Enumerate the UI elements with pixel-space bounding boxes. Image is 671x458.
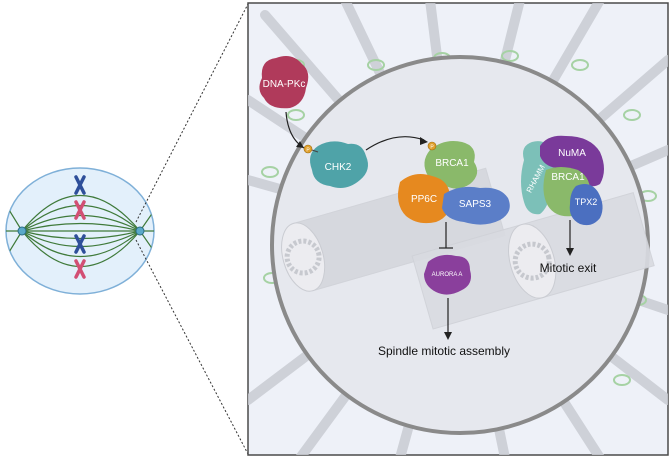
dna-pkc-protein: DNA-PKc	[259, 56, 309, 109]
arrow-chk2-to-brca1	[365, 136, 425, 151]
numa-label: NuMA	[558, 148, 586, 159]
brca1-left-shape	[424, 141, 478, 189]
arrow-complex-to-mitotic-exit	[566, 220, 574, 256]
saps3-label: SAPS3	[459, 199, 492, 210]
right-centrosome	[135, 226, 145, 236]
saps3-shape	[442, 186, 510, 225]
tpx2-shape	[569, 184, 603, 226]
mitotic-cell-thumbnail	[5, 167, 155, 295]
pp6c-label: PP6C	[411, 194, 437, 205]
svg-text:P: P	[306, 148, 310, 154]
spindle-assembly-label: Spindle mitotic assembly	[378, 344, 510, 358]
chk2-label: CHK2	[325, 162, 352, 173]
brca1-pp6c-saps3-complex: BRCA1 PP6C SAPS3	[398, 141, 510, 225]
brca1-right-label: BRCA1	[551, 172, 585, 183]
dna-pkc-label: DNA-PKc	[263, 79, 306, 90]
phospho-marker-brca1: P	[427, 141, 437, 151]
left-centrosome	[17, 226, 27, 236]
arrow-aurora-to-spindle	[444, 298, 452, 340]
tpx2-label: TPX2	[575, 197, 598, 207]
mitotic-exit-label: Mitotic exit	[540, 261, 597, 275]
chk2-protein: CHK2	[310, 141, 368, 188]
aurora-a-label: AURORA A	[432, 272, 463, 278]
numa-rhamm-brca1-tpx2-complex: RHAMM NuMA BRCA1 TPX2	[521, 135, 604, 226]
chromosomes	[74, 175, 86, 279]
aurora-a-protein: AURORA A	[424, 254, 471, 295]
zoom-lines	[135, 3, 249, 455]
brca1-left-label: BRCA1	[435, 158, 469, 169]
svg-text:P: P	[430, 145, 434, 151]
pp6c-shape	[398, 174, 451, 224]
phospho-marker-chk2: P	[303, 144, 319, 154]
numa-shape	[540, 135, 604, 187]
inhibition-line	[439, 222, 453, 249]
